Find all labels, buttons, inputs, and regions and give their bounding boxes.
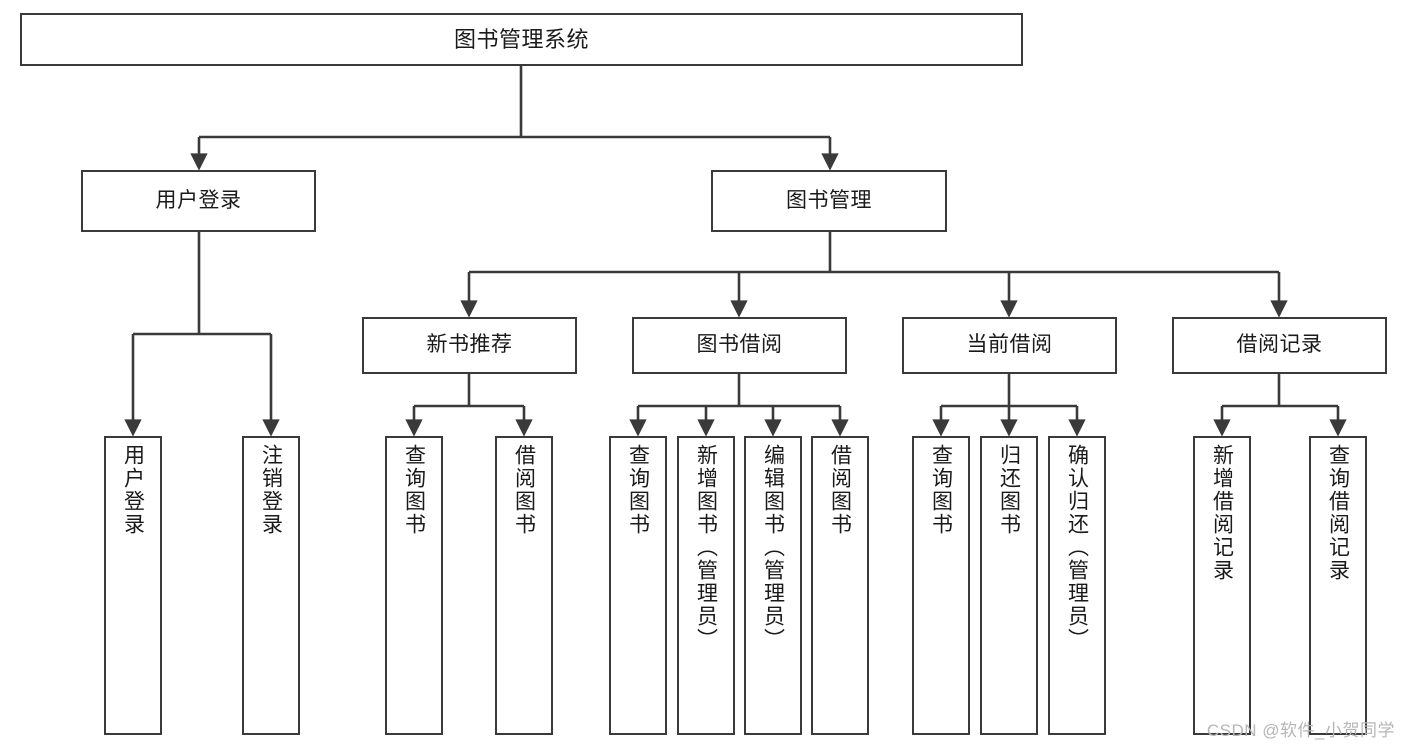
leaf-query-book-borrow[interactable]: 查询图书 xyxy=(609,436,667,735)
leaf-return-book[interactable]: 归还图书 xyxy=(980,436,1038,735)
leaf-user-login[interactable]: 用户登录 xyxy=(104,436,162,735)
node-label: 归还图书 xyxy=(997,444,1021,536)
leaf-query-borrow-record[interactable]: 查询借阅记录 xyxy=(1309,436,1367,735)
node-label: 查询图书 xyxy=(929,444,953,536)
node-label: 查询借阅记录 xyxy=(1326,444,1350,582)
node-label: 图书借阅 xyxy=(696,333,783,357)
node-label: 编辑图书（管理员） xyxy=(761,444,785,651)
leaf-add-book-admin[interactable]: 新增图书（管理员） xyxy=(677,436,735,735)
node-label: 借阅记录 xyxy=(1236,333,1323,357)
node-label: 确认归还（管理员） xyxy=(1065,444,1089,651)
watermark: CSDN @软件_小贺同学 xyxy=(1206,721,1395,740)
leaf-add-borrow-record[interactable]: 新增借阅记录 xyxy=(1193,436,1251,735)
node-borrow-record[interactable]: 借阅记录 xyxy=(1172,317,1387,374)
node-label: 用户登录 xyxy=(121,444,145,536)
node-label: 借阅图书 xyxy=(512,444,536,536)
node-new-book-recommend[interactable]: 新书推荐 xyxy=(362,317,577,374)
node-label: 用户登录 xyxy=(155,188,242,212)
leaf-borrow-book-new[interactable]: 借阅图书 xyxy=(495,436,553,735)
node-label: 图书管理系统 xyxy=(453,26,589,52)
node-label: 查询图书 xyxy=(402,444,426,536)
leaf-query-book-new[interactable]: 查询图书 xyxy=(385,436,443,735)
node-label: 新增图书（管理员） xyxy=(694,444,718,651)
node-label: 注销登录 xyxy=(259,444,283,536)
node-current-borrow[interactable]: 当前借阅 xyxy=(902,317,1117,374)
leaf-edit-book-admin[interactable]: 编辑图书（管理员） xyxy=(744,436,802,735)
leaf-borrow-book[interactable]: 借阅图书 xyxy=(811,436,869,735)
node-user-login[interactable]: 用户登录 xyxy=(81,170,316,232)
node-book-management-system[interactable]: 图书管理系统 xyxy=(20,13,1023,66)
node-label: 新增借阅记录 xyxy=(1210,444,1234,582)
leaf-query-book-current[interactable]: 查询图书 xyxy=(912,436,970,735)
node-label: 借阅图书 xyxy=(828,444,852,536)
node-book-management[interactable]: 图书管理 xyxy=(711,170,947,232)
node-book-borrow[interactable]: 图书借阅 xyxy=(632,317,847,374)
leaf-logout[interactable]: 注销登录 xyxy=(242,436,300,735)
leaf-confirm-return-admin[interactable]: 确认归还（管理员） xyxy=(1048,436,1106,735)
node-label: 查询图书 xyxy=(626,444,650,536)
node-label: 新书推荐 xyxy=(426,333,513,357)
node-label: 当前借阅 xyxy=(966,333,1053,357)
node-label: 图书管理 xyxy=(786,188,872,212)
